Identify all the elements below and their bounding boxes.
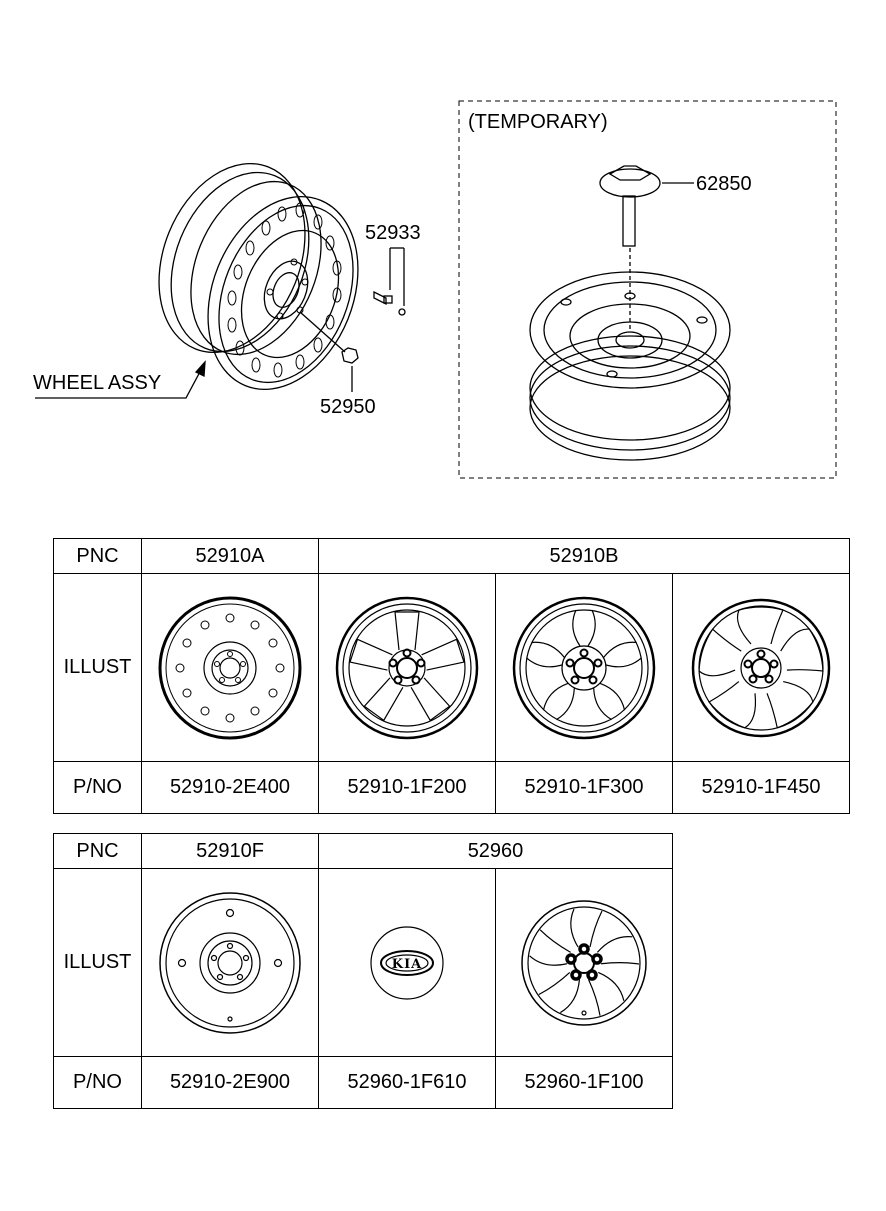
pno-cell: 52910-2E400: [141, 761, 319, 814]
row-header-illust: ILLUST: [53, 573, 142, 762]
callout-wheel-assy: WHEEL ASSY: [33, 372, 162, 394]
spare-wheel-drawing: [529, 271, 731, 461]
alloy-wheel-5-spoke-icon: [335, 596, 479, 739]
hub-bolt-drawing: [599, 165, 694, 330]
exploded-view-drawing: [35, 100, 837, 479]
center-cap-icon: KIA: [370, 925, 444, 1000]
pno-cell: 52910-2E900: [141, 1056, 319, 1109]
illust-cell: [672, 573, 850, 762]
alloy-wheel-split-spoke-icon: [512, 596, 656, 739]
parts-table-2: PNC 52910F 52960 ILLUST: [53, 833, 673, 1109]
kia-logo-text: KIA: [392, 957, 422, 972]
callout-hub-bolt: 62850: [696, 173, 752, 195]
pno-cell: 52910-1F200: [318, 761, 496, 814]
illust-cell: [141, 868, 319, 1057]
illust-cell: [495, 573, 673, 762]
row-header-pnc: PNC: [53, 538, 142, 574]
row-header-pnc: PNC: [53, 833, 142, 869]
illust-cell: KIA: [318, 868, 496, 1057]
spare-steel-wheel-icon: [159, 891, 301, 1034]
illust-cell: [318, 573, 496, 762]
callout-lug-nut: 52950: [320, 396, 376, 418]
pno-cell: 52910-1F300: [495, 761, 673, 814]
pnc-cell: 52910A: [141, 538, 319, 574]
row-header-pno: P/NO: [53, 1056, 142, 1109]
parts-table-1: PNC 52910A 52910B ILLUST: [53, 538, 850, 814]
pnc-cell: 52910F: [141, 833, 319, 869]
illust-cell: [141, 573, 319, 762]
alloy-wheel-curved-spoke-icon: [691, 598, 831, 737]
pno-cell: 52910-1F450: [672, 761, 850, 814]
illust-cell: [495, 868, 673, 1057]
steel-wheel-icon: [158, 596, 302, 739]
row-header-illust: ILLUST: [53, 868, 142, 1057]
pnc-cell: 52960: [318, 833, 673, 869]
valve-stem-drawing: [373, 247, 406, 316]
pno-cell: 52960-1F100: [495, 1056, 673, 1109]
lug-nut-drawing: [299, 311, 359, 392]
pno-cell: 52960-1F610: [318, 1056, 496, 1109]
row-header-pno: P/NO: [53, 761, 142, 814]
pnc-cell: 52910B: [318, 538, 850, 574]
callout-valve: 52933: [365, 222, 421, 244]
wheel-cover-icon: [521, 899, 647, 1026]
temporary-label: (TEMPORARY): [468, 111, 608, 133]
steel-wheel-drawing: [158, 162, 359, 391]
